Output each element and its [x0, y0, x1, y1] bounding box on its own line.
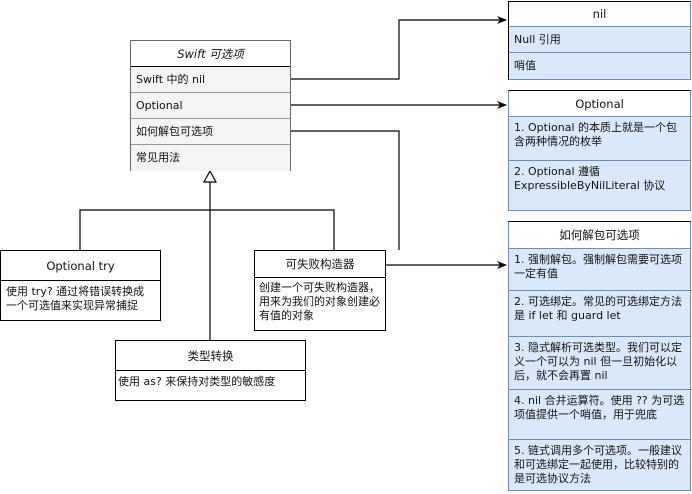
unwrap-box[interactable]: 如何解包可选项 1. 强制解包。强制解包需要可选项一定有值 2. 可选绑定。常见… — [508, 221, 691, 491]
failable-init-body: 创建一个可失败构造器，用来为我们的对象创建必有值的对象 — [255, 278, 385, 326]
failable-init-title: 可失败构造器 — [255, 251, 385, 278]
type-cast-box[interactable]: 类型转换 使用 as? 来保持对类型的敏感度 — [115, 340, 306, 401]
inheritance-triangle — [202, 169, 218, 183]
nil-box-row: 哨值 — [509, 53, 690, 79]
failable-init-box[interactable]: 可失败构造器 创建一个可失败构造器，用来为我们的对象创建必有值的对象 — [254, 250, 386, 331]
type-cast-body: 使用 as? 来保持对类型的敏感度 — [116, 371, 305, 393]
connector-unwrap-to-failable — [290, 130, 400, 250]
unwrap-box-row: 2. 可选绑定。常见的可选绑定方法是 if let 和 guard let — [509, 291, 690, 337]
main-class-row-usage[interactable]: 常见用法 — [131, 145, 290, 171]
main-class-row-nil[interactable]: Swift 中的 nil — [131, 67, 290, 93]
connector-nil — [290, 16, 507, 80]
optional-try-title: Optional try — [1, 251, 160, 281]
unwrap-box-row: 3. 隐式解析可选类型。我们可以定义一个可以为 nil 但一旦初始化以后，就不会… — [509, 337, 690, 390]
main-class-title: Swift 可选项 — [131, 41, 290, 67]
optional-box-title: Optional — [509, 91, 690, 117]
unwrap-box-title: 如何解包可选项 — [509, 222, 690, 249]
unwrap-box-row: 5. 链式调用多个可选项。一般建议和可选绑定一起使用，比较特别的是可选协议方法 — [509, 440, 690, 490]
main-class-row-optional[interactable]: Optional — [131, 93, 290, 119]
unwrap-box-row: 1. 强制解包。强制解包需要可选项一定有值 — [509, 249, 690, 291]
type-cast-title: 类型转换 — [116, 341, 305, 371]
unwrap-box-row: 4. nil 合并运算符。使用 ?? 为可选项值提供一个哨值，用于兜底 — [509, 390, 690, 440]
optional-box-row: 2. Optional 遵循 ExpressibleByNilLiteral 协… — [509, 161, 690, 210]
nil-box[interactable]: nil Null 引用 哨值 — [508, 1, 691, 80]
optional-box-row: 1. Optional 的本质上就是一个包含两种情况的枚举 — [509, 117, 690, 161]
nil-box-row: Null 引用 — [509, 27, 690, 53]
nil-box-title: nil — [509, 2, 690, 27]
optional-try-box[interactable]: Optional try 使用 try? 通过将错误转换成一个可选值来实现异常捕… — [0, 250, 161, 321]
inheritance-branch — [79, 209, 335, 250]
optional-box[interactable]: Optional 1. Optional 的本质上就是一个包含两种情况的枚举 2… — [508, 90, 691, 211]
main-class-row-unwrap[interactable]: 如何解包可选项 — [131, 119, 290, 145]
main-class-box[interactable]: Swift 可选项 Swift 中的 nil Optional 如何解包可选项 … — [130, 40, 291, 171]
optional-try-body: 使用 try? 通过将错误转换成一个可选值来实现异常捕捉 — [1, 281, 160, 317]
